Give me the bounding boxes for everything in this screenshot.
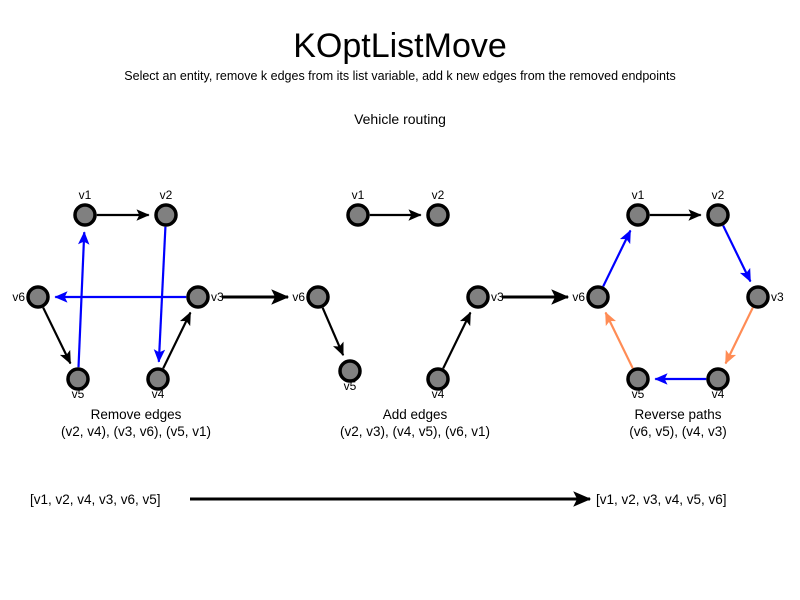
panel-add-caption-line1: Add edges bbox=[383, 407, 448, 422]
node-label-v4: v4 bbox=[432, 387, 445, 401]
node-label-v5: v5 bbox=[344, 379, 357, 393]
graph-node-v3[interactable] bbox=[746, 285, 770, 309]
node-label-v2: v2 bbox=[160, 188, 173, 202]
edge-v6-v1 bbox=[602, 229, 632, 287]
graph-node-v2[interactable] bbox=[426, 203, 450, 227]
edge-v3-v4 bbox=[724, 307, 754, 365]
node-label-v2: v2 bbox=[432, 188, 445, 202]
node-label-v4: v4 bbox=[712, 387, 725, 401]
edge-v6-v5 bbox=[42, 307, 72, 365]
panel-add-caption-line2: (v2, v3), (v4, v5), (v6, v1) bbox=[340, 424, 490, 439]
nodes-layer bbox=[26, 203, 770, 391]
edge-v2-v4 bbox=[153, 226, 167, 363]
graph-node-v6[interactable] bbox=[586, 285, 610, 309]
edge-v5-v1 bbox=[77, 231, 90, 368]
edges-layer bbox=[42, 209, 754, 507]
node-label-v1: v1 bbox=[632, 188, 645, 202]
graph-node-v1[interactable] bbox=[73, 203, 97, 227]
panel-reverse-caption-line1: Reverse paths bbox=[634, 407, 721, 422]
node-label-v6: v6 bbox=[292, 290, 305, 304]
graph-node-v6[interactable] bbox=[26, 285, 50, 309]
graph-node-v6[interactable] bbox=[306, 285, 330, 309]
panel-remove-caption-line2: (v2, v4), (v3, v6), (v5, v1) bbox=[61, 424, 211, 439]
graph-node-v4[interactable] bbox=[706, 367, 730, 391]
graph-node-v5[interactable] bbox=[338, 359, 362, 383]
edge-v5-v6 bbox=[604, 311, 634, 369]
panel-reverse-caption-line2: (v6, v5), (v4, v3) bbox=[629, 424, 727, 439]
page-subtitle: Select an entity, remove k edges from it… bbox=[124, 69, 676, 83]
node-label-v1: v1 bbox=[79, 188, 92, 202]
node-label-v3: v3 bbox=[211, 290, 224, 304]
graph-node-v3[interactable] bbox=[466, 285, 490, 309]
page-title: KOptListMove bbox=[293, 27, 507, 65]
edge-v2-v3 bbox=[722, 225, 752, 283]
node-label-v5: v5 bbox=[72, 387, 85, 401]
list-before: [v1, v2, v4, v3, v6, v5] bbox=[30, 492, 161, 507]
graph-node-v1[interactable] bbox=[626, 203, 650, 227]
node-label-v4: v4 bbox=[152, 387, 165, 401]
node-label-v5: v5 bbox=[632, 387, 645, 401]
graph-node-v1[interactable] bbox=[346, 203, 370, 227]
graph-node-v5[interactable] bbox=[626, 367, 650, 391]
node-label-v2: v2 bbox=[712, 188, 725, 202]
panel-remove-caption-line1: Remove edges bbox=[91, 407, 182, 422]
graph-node-v4[interactable] bbox=[426, 367, 450, 391]
node-label-v1: v1 bbox=[352, 188, 365, 202]
node-label-v3: v3 bbox=[491, 290, 504, 304]
section-label: Vehicle routing bbox=[354, 111, 446, 127]
graph-node-v2[interactable] bbox=[706, 203, 730, 227]
edge-v4-v3 bbox=[442, 311, 472, 369]
node-label-v6: v6 bbox=[572, 290, 585, 304]
graph-node-v3[interactable] bbox=[186, 285, 210, 309]
node-label-v3: v3 bbox=[771, 290, 784, 304]
graph-node-v2[interactable] bbox=[154, 203, 178, 227]
edge-v6-v5 bbox=[321, 307, 345, 356]
node-label-v6: v6 bbox=[12, 290, 25, 304]
list-after: [v1, v2, v3, v4, v5, v6] bbox=[596, 492, 727, 507]
graph-node-v4[interactable] bbox=[146, 367, 170, 391]
edge-v4-v3 bbox=[162, 311, 192, 369]
graph-node-v5[interactable] bbox=[66, 367, 90, 391]
